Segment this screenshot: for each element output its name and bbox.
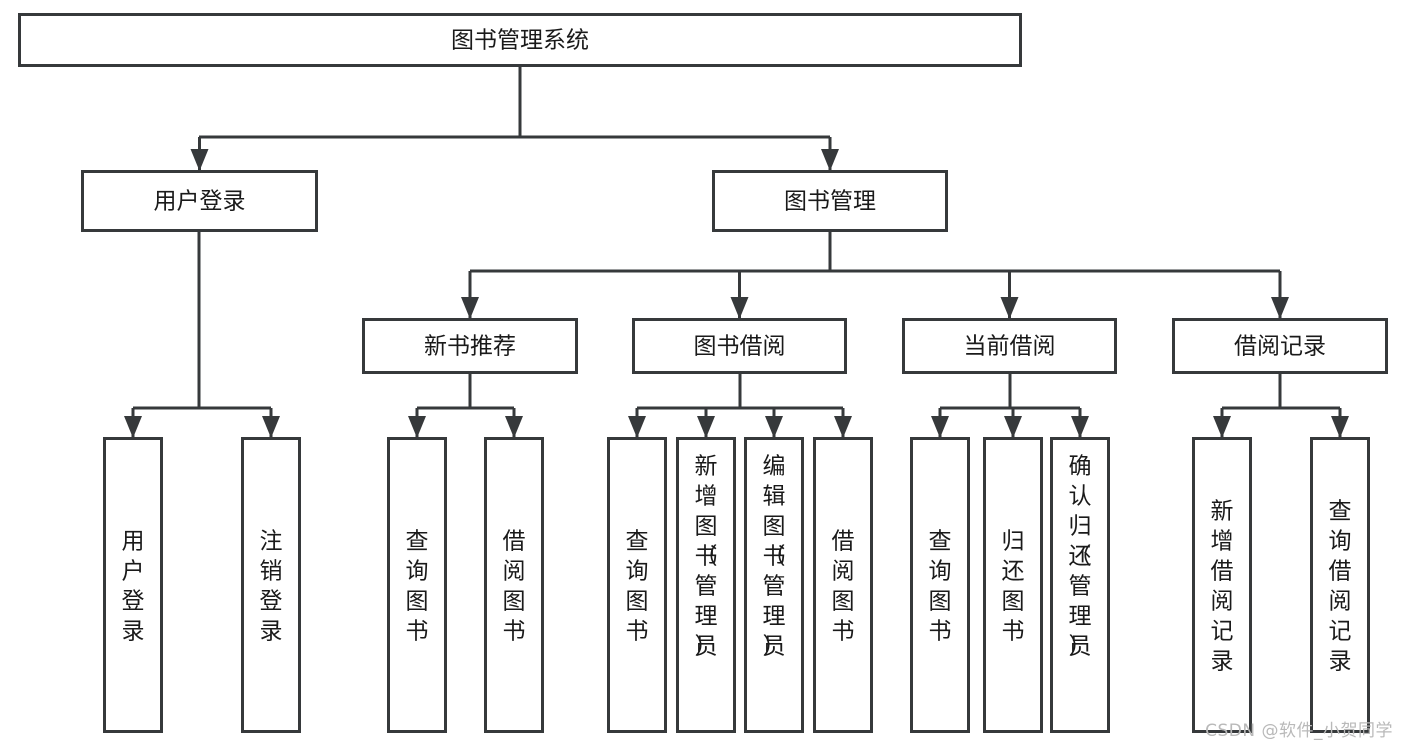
node-leaf13[interactable]: 查询借阅记录: [1310, 437, 1370, 733]
arrow-head-down-icon: [931, 416, 949, 438]
node-label-leaf10: 归还图书: [1002, 528, 1025, 644]
node-box-leaf7[interactable]: [744, 437, 804, 733]
node-box-newbook[interactable]: [362, 318, 578, 374]
arrow-head-down-icon: [1071, 416, 1089, 438]
node-box-leaf13[interactable]: [1310, 437, 1370, 733]
node-box-leaf11[interactable]: [1050, 437, 1110, 733]
node-label-leaf7: 编辑图书（管理员）: [763, 453, 786, 659]
node-box-leaf10[interactable]: [983, 437, 1043, 733]
arrow-head-down-icon: [1000, 297, 1019, 319]
arrow-head-down-icon: [697, 416, 715, 438]
node-leaf6[interactable]: 新增图书（管理员）: [676, 437, 736, 733]
node-label-leaf4: 借阅图书: [503, 528, 526, 644]
node-borrow[interactable]: 图书借阅: [632, 318, 847, 374]
arrow-head-down-icon: [461, 297, 479, 319]
node-box-leaf6[interactable]: [676, 437, 736, 733]
node-leaf4[interactable]: 借阅图书: [484, 437, 544, 733]
arrow-head-down-icon: [730, 297, 749, 319]
node-box-leaf8[interactable]: [813, 437, 873, 733]
node-leaf2[interactable]: 注销登录: [241, 437, 301, 733]
node-leaf12[interactable]: 新增借阅记录: [1192, 437, 1252, 733]
node-box-leaf3[interactable]: [387, 437, 447, 733]
node-label-root: 图书管理系统: [451, 28, 589, 54]
node-current[interactable]: 当前借阅: [902, 318, 1117, 374]
node-label-records: 借阅记录: [1234, 334, 1326, 360]
arrow-head-down-icon: [190, 149, 209, 171]
node-label-leaf3: 查询图书: [406, 528, 429, 644]
node-leaf3[interactable]: 查询图书: [387, 437, 447, 733]
node-box-login[interactable]: [81, 170, 318, 232]
node-box-leaf2[interactable]: [241, 437, 301, 733]
node-label-borrow: 图书借阅: [694, 334, 786, 360]
node-leaf10[interactable]: 归还图书: [983, 437, 1043, 733]
arrow-head-down-icon: [821, 149, 839, 171]
node-leaf1[interactable]: 用户登录: [103, 437, 163, 733]
csdn-watermark: CSDN @软件_小贺同学: [1205, 721, 1393, 741]
node-label-current: 当前借阅: [964, 334, 1056, 360]
arrow-head-down-icon: [1004, 416, 1022, 438]
node-bookmgmt[interactable]: 图书管理: [712, 170, 948, 232]
arrow-head-down-icon: [262, 416, 280, 438]
arrow-head-down-icon: [834, 416, 852, 438]
node-label-leaf11: 确认归还（管理员）: [1069, 453, 1092, 659]
node-label-leaf13: 查询借阅记录: [1329, 498, 1352, 674]
arrow-head-down-icon: [408, 416, 426, 438]
node-label-leaf8: 借阅图书: [832, 528, 855, 644]
node-label-leaf5: 查询图书: [626, 528, 649, 644]
node-leaf7[interactable]: 编辑图书（管理员）: [744, 437, 804, 733]
node-box-borrow[interactable]: [632, 318, 847, 374]
node-box-records[interactable]: [1172, 318, 1388, 374]
node-login[interactable]: 用户登录: [81, 170, 318, 232]
node-records[interactable]: 借阅记录: [1172, 318, 1388, 374]
node-newbook[interactable]: 新书推荐: [362, 318, 578, 374]
arrow-head-down-icon: [1331, 416, 1349, 438]
arrow-head-down-icon: [628, 416, 646, 438]
node-label-leaf12: 新增借阅记录: [1211, 498, 1234, 674]
node-box-bookmgmt[interactable]: [712, 170, 948, 232]
node-box-leaf1[interactable]: [103, 437, 163, 733]
node-label-leaf6: 新增图书（管理员）: [695, 453, 718, 659]
node-box-leaf12[interactable]: [1192, 437, 1252, 733]
arrow-head-down-icon: [505, 416, 523, 438]
node-leaf9[interactable]: 查询图书: [910, 437, 970, 733]
node-label-leaf9: 查询图书: [929, 528, 952, 644]
node-leaf5[interactable]: 查询图书: [607, 437, 667, 733]
node-label-newbook: 新书推荐: [424, 334, 516, 360]
node-label-leaf1: 用户登录: [122, 528, 145, 644]
arrow-head-down-icon: [1271, 297, 1289, 319]
arrow-head-down-icon: [124, 416, 142, 438]
node-box-leaf4[interactable]: [484, 437, 544, 733]
node-box-leaf5[interactable]: [607, 437, 667, 733]
node-label-bookmgmt: 图书管理: [784, 189, 876, 215]
arrow-head-down-icon: [1213, 416, 1231, 438]
node-layer: 图书管理系统用户登录图书管理新书推荐图书借阅当前借阅借阅记录用户登录注销登录查询…: [18, 13, 1388, 733]
node-box-leaf9[interactable]: [910, 437, 970, 733]
node-box-root[interactable]: [18, 13, 1022, 67]
arrow-head-down-icon: [765, 416, 783, 438]
node-label-login: 用户登录: [154, 189, 246, 215]
node-label-leaf2: 注销登录: [260, 528, 283, 644]
node-leaf8[interactable]: 借阅图书: [813, 437, 873, 733]
connector-layer: [124, 67, 1349, 438]
node-box-current[interactable]: [902, 318, 1117, 374]
node-leaf11[interactable]: 确认归还（管理员）: [1050, 437, 1110, 733]
node-root[interactable]: 图书管理系统: [18, 13, 1022, 67]
